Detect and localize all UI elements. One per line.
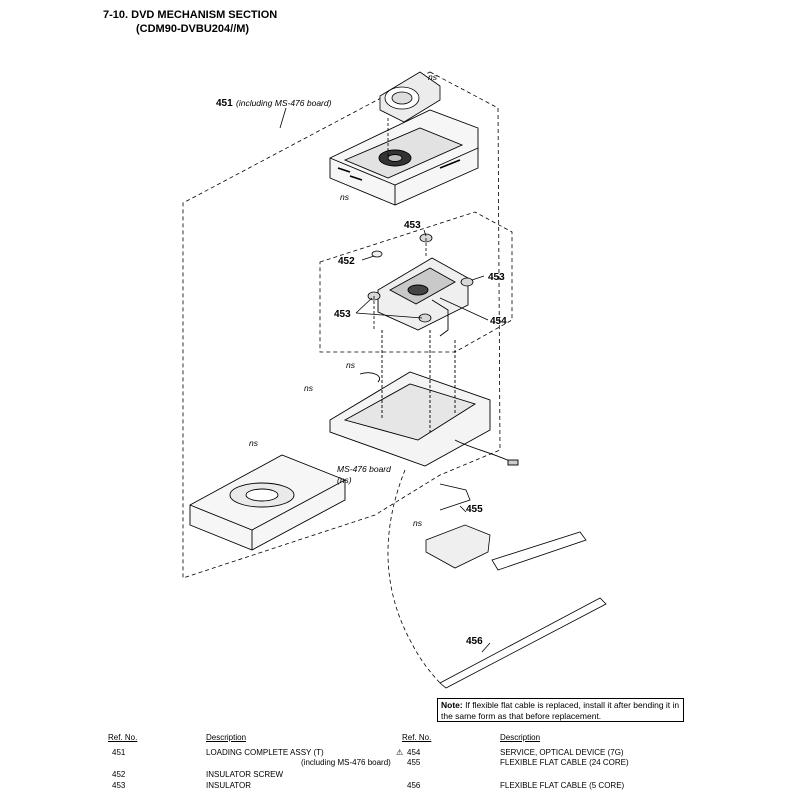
note-label: Note: bbox=[441, 700, 463, 710]
insulator-screw-452-part bbox=[371, 250, 383, 258]
callout-455: 455 bbox=[466, 504, 483, 515]
callout-454: 454 bbox=[490, 316, 507, 327]
desc-452: INSULATOR SCREW bbox=[206, 770, 284, 779]
flat-cable-455-part bbox=[425, 483, 587, 571]
hdr-ref-left: Ref. No. bbox=[108, 733, 138, 742]
desc-451-sub: (including MS-476 board) bbox=[301, 758, 391, 767]
desc-453: INSULATOR bbox=[206, 781, 252, 790]
base-chassis-part bbox=[329, 330, 519, 467]
callout-452: 452 bbox=[338, 256, 355, 267]
leader-452 bbox=[361, 255, 375, 261]
leader-453-left bbox=[355, 297, 373, 314]
assembly-454-outline bbox=[319, 211, 513, 353]
ms-board-ns: (ns) bbox=[337, 475, 352, 485]
ref-455: 455 bbox=[407, 758, 421, 767]
ref-453: 453 bbox=[112, 781, 126, 790]
ms-board-label: MS-476 board bbox=[337, 464, 391, 474]
leader-455 bbox=[459, 505, 467, 513]
ns-label-cable: ns bbox=[346, 360, 356, 370]
ns-label-tray: ns bbox=[340, 192, 350, 202]
caution-icon: ⚠ bbox=[396, 748, 404, 757]
ns-label-board: ns bbox=[413, 518, 423, 528]
callout-451: 451 bbox=[216, 98, 233, 109]
leader-453-top bbox=[423, 229, 427, 237]
ref-456: 456 bbox=[407, 781, 421, 790]
desc-455: FLEXIBLE FLAT CABLE (24 CORE) bbox=[500, 758, 629, 767]
section-title-model: (CDM90-DVBU204//M) bbox=[136, 23, 250, 35]
hdr-desc-left: Description bbox=[206, 733, 247, 742]
optical-device-454-part bbox=[377, 257, 469, 337]
callout-451-note: (including MS-476 board) bbox=[236, 98, 332, 108]
leader-454 bbox=[439, 297, 489, 321]
callout-456: 456 bbox=[466, 636, 483, 647]
ns-label-loader: ns bbox=[249, 438, 259, 448]
insulator-453-parts bbox=[367, 233, 474, 330]
ref-454: 454 bbox=[407, 748, 421, 757]
section-title: 7-10. DVD MECHANISM SECTION (CDM90-DVBU2… bbox=[103, 8, 277, 36]
ref-451: 451 bbox=[112, 748, 126, 757]
desc-456: FLEXIBLE FLAT CABLE (5 CORE) bbox=[500, 781, 625, 790]
replacement-note: Note: If flexible flat cable is replaced… bbox=[437, 698, 684, 722]
hdr-ref-right: Ref. No. bbox=[402, 733, 432, 742]
ref-452: 452 bbox=[112, 770, 126, 779]
callout-453-right: 453 bbox=[488, 272, 505, 283]
disc-clamp-part bbox=[379, 71, 441, 158]
callout-453-left: 453 bbox=[334, 309, 351, 320]
hdr-desc-right: Description bbox=[500, 733, 541, 742]
ns-label-clamp: ns bbox=[428, 72, 438, 82]
note-text: If flexible flat cable is replaced, inst… bbox=[441, 700, 680, 721]
desc-454: SERVICE, OPTICAL DEVICE (7G) bbox=[500, 748, 624, 757]
desc-451: LOADING COMPLETE ASSY (T) bbox=[206, 748, 324, 757]
callout-453-top: 453 bbox=[404, 220, 421, 231]
loading-tray-part bbox=[329, 109, 479, 206]
leader-453-right bbox=[471, 275, 485, 281]
loader-unit-part bbox=[189, 454, 346, 551]
leader-456 bbox=[481, 642, 491, 653]
flat-cable-456-part bbox=[387, 469, 607, 689]
section-title-line1: 7-10. DVD MECHANISM SECTION bbox=[103, 9, 278, 21]
ns-label-chassis: ns bbox=[304, 383, 314, 393]
assembly-451-outline bbox=[182, 71, 501, 579]
leader-451 bbox=[279, 107, 287, 129]
leader-453-left2 bbox=[355, 312, 423, 319]
